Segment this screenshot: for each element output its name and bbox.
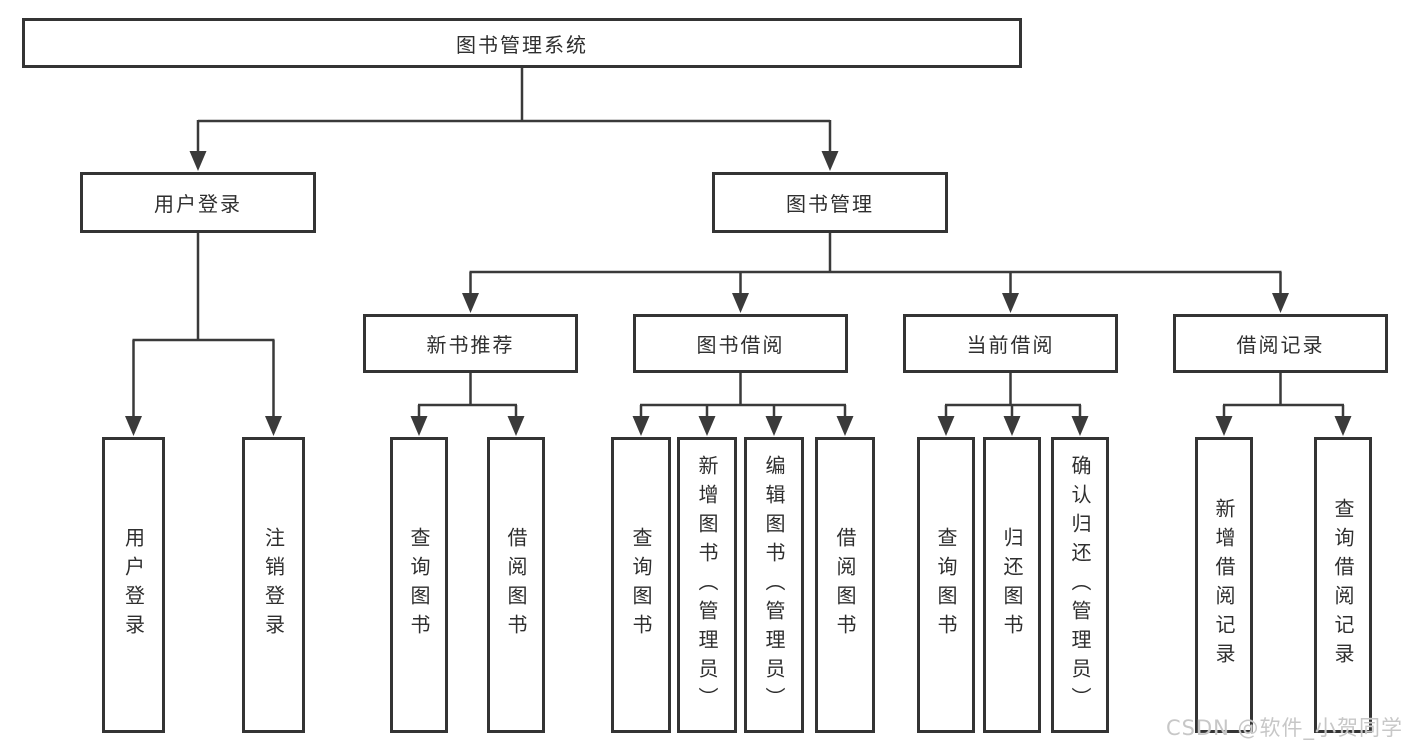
leaf-borrow-add-books-admin-label: 新增图书（管理员） (695, 454, 719, 716)
leaf-records-query-record-label: 查询借阅记录 (1331, 498, 1355, 672)
leaf-borrow-borrow-books-label: 借阅图书 (833, 527, 857, 643)
node-current-borrow-label: 当前借阅 (966, 333, 1055, 357)
node-current-borrow: 当前借阅 (903, 314, 1118, 373)
leaf-borrow-borrow-books: 借阅图书 (815, 437, 875, 733)
node-library-system-label: 图书管理系统 (456, 32, 588, 57)
node-borrow-records-label: 借阅记录 (1236, 333, 1325, 357)
leaf-recommend-query-books: 查询图书 (390, 437, 448, 733)
leaf-records-add-record-label: 新增借阅记录 (1212, 498, 1236, 672)
node-book-borrow-label: 图书借阅 (696, 333, 785, 357)
leaf-current-query-books: 查询图书 (917, 437, 975, 733)
leaf-logout-label: 注销登录 (261, 527, 286, 643)
leaf-user-login: 用户登录 (102, 437, 165, 733)
node-book-management-label: 图书管理 (786, 192, 874, 216)
leaf-records-add-record: 新增借阅记录 (1195, 437, 1253, 733)
leaf-records-query-record: 查询借阅记录 (1314, 437, 1372, 733)
leaf-borrow-add-books-admin: 新增图书（管理员） (677, 437, 737, 733)
leaf-user-login-label: 用户登录 (121, 527, 146, 643)
leaf-borrow-edit-books-admin: 编辑图书（管理员） (744, 437, 804, 733)
leaf-borrow-query-books-label: 查询图书 (629, 527, 653, 643)
arrowheads (125, 151, 1352, 436)
node-library-system: 图书管理系统 (22, 18, 1022, 68)
leaf-recommend-borrow-books-label: 借阅图书 (504, 527, 528, 643)
node-user-login-label: 用户登录 (154, 192, 242, 216)
leaf-current-confirm-return-admin: 确认归还（管理员） (1051, 437, 1109, 733)
node-book-borrow: 图书借阅 (633, 314, 848, 373)
node-new-book-recommend: 新书推荐 (363, 314, 578, 373)
node-book-management: 图书管理 (712, 172, 948, 233)
csdn-watermark: CSDN @软件_小贺同学 (1166, 716, 1404, 740)
leaf-current-return-books-label: 归还图书 (1000, 527, 1024, 643)
node-new-book-recommend-label: 新书推荐 (426, 333, 515, 357)
connector-paths (132, 68, 1345, 419)
leaf-recommend-borrow-books: 借阅图书 (487, 437, 545, 733)
node-user-login: 用户登录 (80, 172, 316, 233)
leaf-borrow-edit-books-admin-label: 编辑图书（管理员） (762, 454, 786, 716)
leaf-borrow-query-books: 查询图书 (611, 437, 671, 733)
leaf-logout: 注销登录 (242, 437, 305, 733)
node-borrow-records: 借阅记录 (1173, 314, 1388, 373)
leaf-current-confirm-return-admin-label: 确认归还（管理员） (1068, 454, 1092, 716)
leaf-current-return-books: 归还图书 (983, 437, 1041, 733)
leaf-current-query-books-label: 查询图书 (934, 527, 958, 643)
leaf-recommend-query-books-label: 查询图书 (407, 527, 431, 643)
